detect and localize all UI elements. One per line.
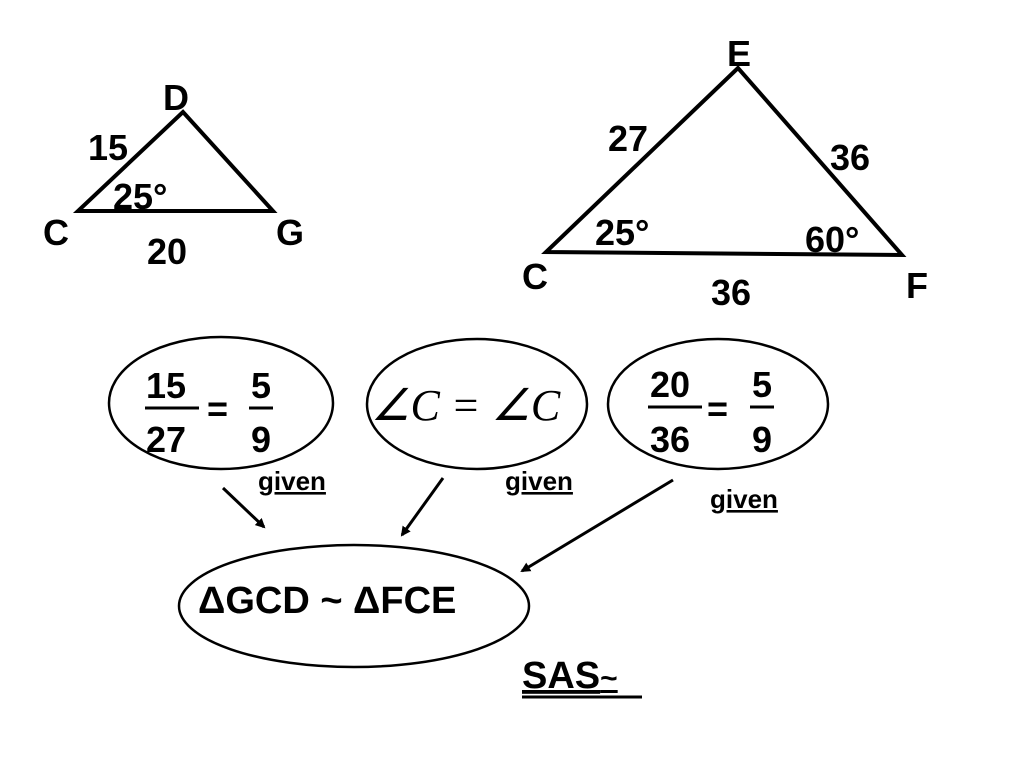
ratio-1-numerator-left: 15 [146, 365, 186, 406]
angle-eq-given: given [505, 466, 573, 496]
ratio-2-numerator-left: 20 [650, 364, 690, 405]
ratio-2-equals: = [707, 388, 728, 429]
side-cd-length: 15 [88, 127, 128, 168]
side-ef-length: 36 [830, 137, 870, 178]
angle-c-large: 25° [595, 212, 649, 253]
ratio-2-denominator-left: 36 [650, 419, 690, 460]
side-cf-length: 36 [711, 272, 751, 313]
side-cg-length: 20 [147, 231, 187, 272]
arrow-ratio-2 [520, 478, 674, 573]
ratio-2-given: given [710, 484, 778, 514]
reason-label: SAS~ [522, 655, 618, 697]
vertex-g-label: G [276, 212, 304, 253]
vertex-e-label: E [727, 33, 751, 74]
reason-text: SAS [522, 655, 600, 697]
ratio-1-oval [107, 335, 335, 471]
angle-eq-text: ∠C = ∠C [371, 381, 561, 430]
vertex-f-label: F [906, 265, 928, 306]
similarity-statement: ΔGCD ~ ΔFCE [198, 580, 456, 622]
ratio-1-numerator-right: 5 [251, 365, 271, 406]
angle-c-small: 25° [113, 176, 167, 217]
triangle-ecf [541, 65, 907, 258]
ratio-1-equals: = [207, 388, 228, 429]
ratio-1-denominator-right: 9 [251, 419, 271, 460]
angle-f: 60° [805, 219, 859, 260]
angle-eq-oval [365, 337, 589, 471]
ratio-1-denominator-left: 27 [146, 419, 186, 460]
ratio-1-given: given [258, 466, 326, 496]
side-ce-length: 27 [608, 118, 648, 159]
arrow-angle-eq [400, 477, 445, 537]
conclusion-oval [177, 543, 531, 669]
vertex-c-large-label: C [522, 256, 548, 297]
vertex-c-small-label: C [43, 212, 69, 253]
ratio-2-denominator-right: 9 [752, 419, 772, 460]
triangle-dcg [72, 109, 278, 213]
reason-suffix: ~ [600, 662, 618, 695]
vertex-d-label: D [163, 77, 189, 118]
arrow-ratio-1 [221, 486, 266, 529]
ratio-2-numerator-right: 5 [752, 364, 772, 405]
ratio-2-oval [606, 337, 830, 471]
